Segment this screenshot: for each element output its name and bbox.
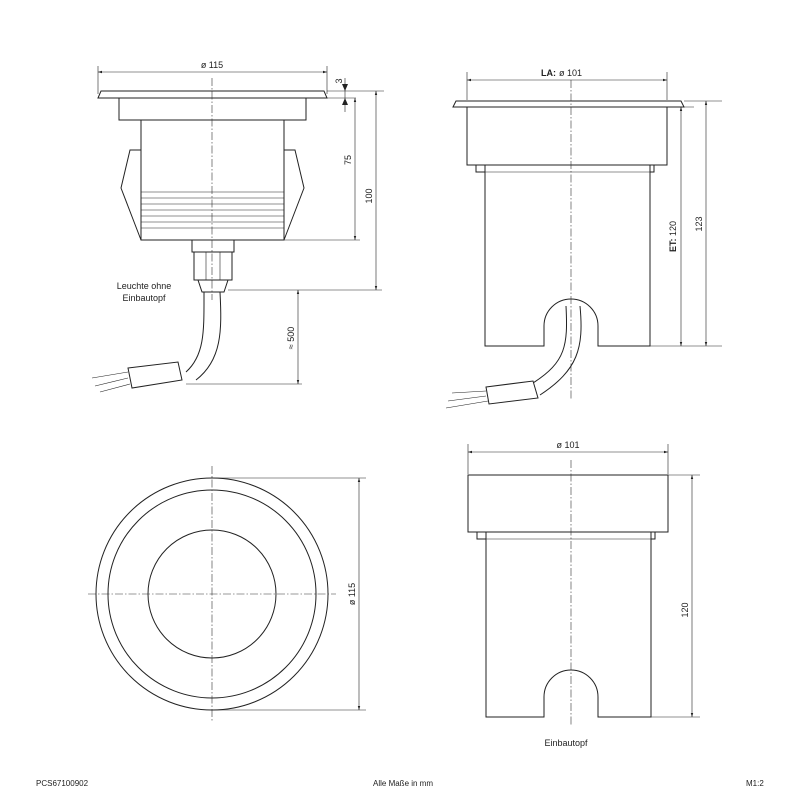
cable — [185, 291, 205, 373]
dim-housing-height: 120 — [680, 602, 690, 617]
dim-et-prefix: ET: — [668, 238, 678, 252]
dim-cable-500: ≈ 500 — [286, 327, 296, 349]
label-lamp-line2: Einbautopf — [122, 293, 166, 303]
dim-et-value: 120 — [668, 221, 678, 236]
housing-ring — [467, 474, 669, 533]
dim-flange-3: 3 — [334, 78, 344, 83]
dim-total-100: 100 — [364, 188, 374, 203]
installed-cable-sheath — [485, 380, 539, 405]
dim-total-123: 123 — [694, 216, 704, 231]
lamp-flange — [97, 90, 328, 99]
lamp-clip-right — [283, 149, 305, 241]
installed-top-ring — [466, 106, 668, 166]
installed-pot — [484, 164, 651, 347]
dim-la-diameter: ø 101 — [559, 68, 582, 78]
lamp-body — [140, 119, 285, 241]
cable-sheath-end — [127, 361, 183, 389]
view-side-installed: LA: ø 101 ET: 120 123 — [445, 68, 722, 409]
view-housing: ø 101 120 Einbautopf — [467, 440, 700, 748]
dim-top-diameter: ø 115 — [347, 583, 357, 605]
dim-housing-diameter: ø 101 — [556, 440, 579, 450]
installed-cable-wires — [445, 390, 489, 409]
label-housing: Einbautopf — [544, 738, 588, 748]
dim-la-prefix: LA: — [541, 68, 556, 78]
dim-body-75: 75 — [343, 155, 353, 165]
footer-code: PCS67100902 — [36, 779, 89, 788]
footer-note: Alle Maße in mm — [373, 779, 434, 788]
view-side-lamp: ø 115 3 75 100 ≈ 500 Leuchte ohne Einbau… — [91, 60, 384, 393]
view-top: ø 115 — [88, 466, 366, 722]
footer-scale: M1:2 — [746, 779, 764, 788]
installed-flange — [452, 100, 685, 108]
housing-pot — [485, 531, 652, 718]
lamp-clip-left — [120, 149, 142, 241]
lamp-thread — [141, 191, 284, 229]
dim-diameter-115: ø 115 — [201, 60, 223, 70]
installed-cable — [532, 305, 568, 384]
label-lamp-line1: Leuchte ohne — [117, 281, 172, 291]
lamp-top-ring — [118, 97, 307, 121]
cable-gland — [191, 239, 235, 293]
cable-wires — [91, 371, 131, 393]
